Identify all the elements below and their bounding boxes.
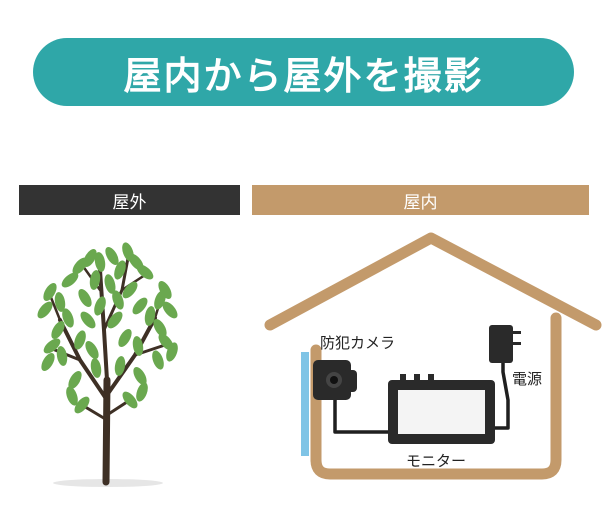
leaf — [104, 274, 116, 294]
leaf — [144, 306, 156, 326]
leaf — [132, 336, 144, 356]
leaf — [153, 318, 167, 338]
leaf — [78, 288, 92, 308]
leaf — [94, 252, 106, 272]
leaf — [72, 257, 88, 275]
monitor-icon — [388, 374, 495, 444]
leaf — [62, 308, 74, 328]
leaf — [122, 391, 138, 409]
leaf — [51, 320, 65, 340]
power-label: 電源 — [512, 370, 543, 388]
camera-icon — [313, 360, 357, 400]
indoor-label-bar: 屋内 — [252, 185, 589, 215]
power-adapter-icon — [489, 325, 521, 363]
leaf — [85, 340, 99, 360]
leaf — [43, 338, 61, 354]
leaf — [89, 270, 101, 290]
leaf — [162, 301, 178, 319]
leaf — [56, 346, 68, 366]
leaf — [112, 290, 124, 310]
leaf — [74, 330, 86, 350]
leaf — [118, 328, 132, 348]
leaf — [41, 352, 55, 372]
leaf — [94, 296, 106, 316]
leaf — [132, 297, 148, 315]
window-glass — [301, 352, 309, 456]
leaf — [61, 272, 79, 288]
page-title: 屋内から屋外を撮影 — [123, 53, 484, 98]
leaf — [68, 370, 82, 390]
outdoor-label: 屋外 — [112, 192, 147, 213]
leaf — [136, 382, 148, 402]
tree-leaves — [37, 242, 178, 414]
cables — [333, 360, 510, 434]
title-banner: 屋内から屋外を撮影 — [33, 38, 574, 106]
leaf — [158, 280, 172, 300]
leaf — [114, 260, 126, 280]
outdoor-label-bar: 屋外 — [19, 185, 240, 215]
leaf — [114, 356, 126, 376]
tree-icon — [37, 242, 178, 487]
leaf — [105, 246, 119, 266]
leaf — [133, 366, 147, 386]
leaf — [74, 396, 90, 414]
leaf — [54, 292, 66, 312]
leaf — [152, 350, 164, 370]
monitor-label: モニター — [406, 452, 467, 470]
leaf — [136, 264, 154, 280]
leaf — [90, 358, 102, 378]
leaf — [107, 311, 123, 329]
camera-label: 防犯カメラ — [320, 334, 396, 352]
leaf — [43, 282, 57, 302]
leaf — [80, 311, 96, 329]
leaf — [37, 301, 53, 319]
leaf — [166, 342, 178, 362]
leaf — [66, 386, 78, 406]
indoor-label: 屋内 — [403, 192, 438, 213]
leaf — [122, 281, 138, 299]
